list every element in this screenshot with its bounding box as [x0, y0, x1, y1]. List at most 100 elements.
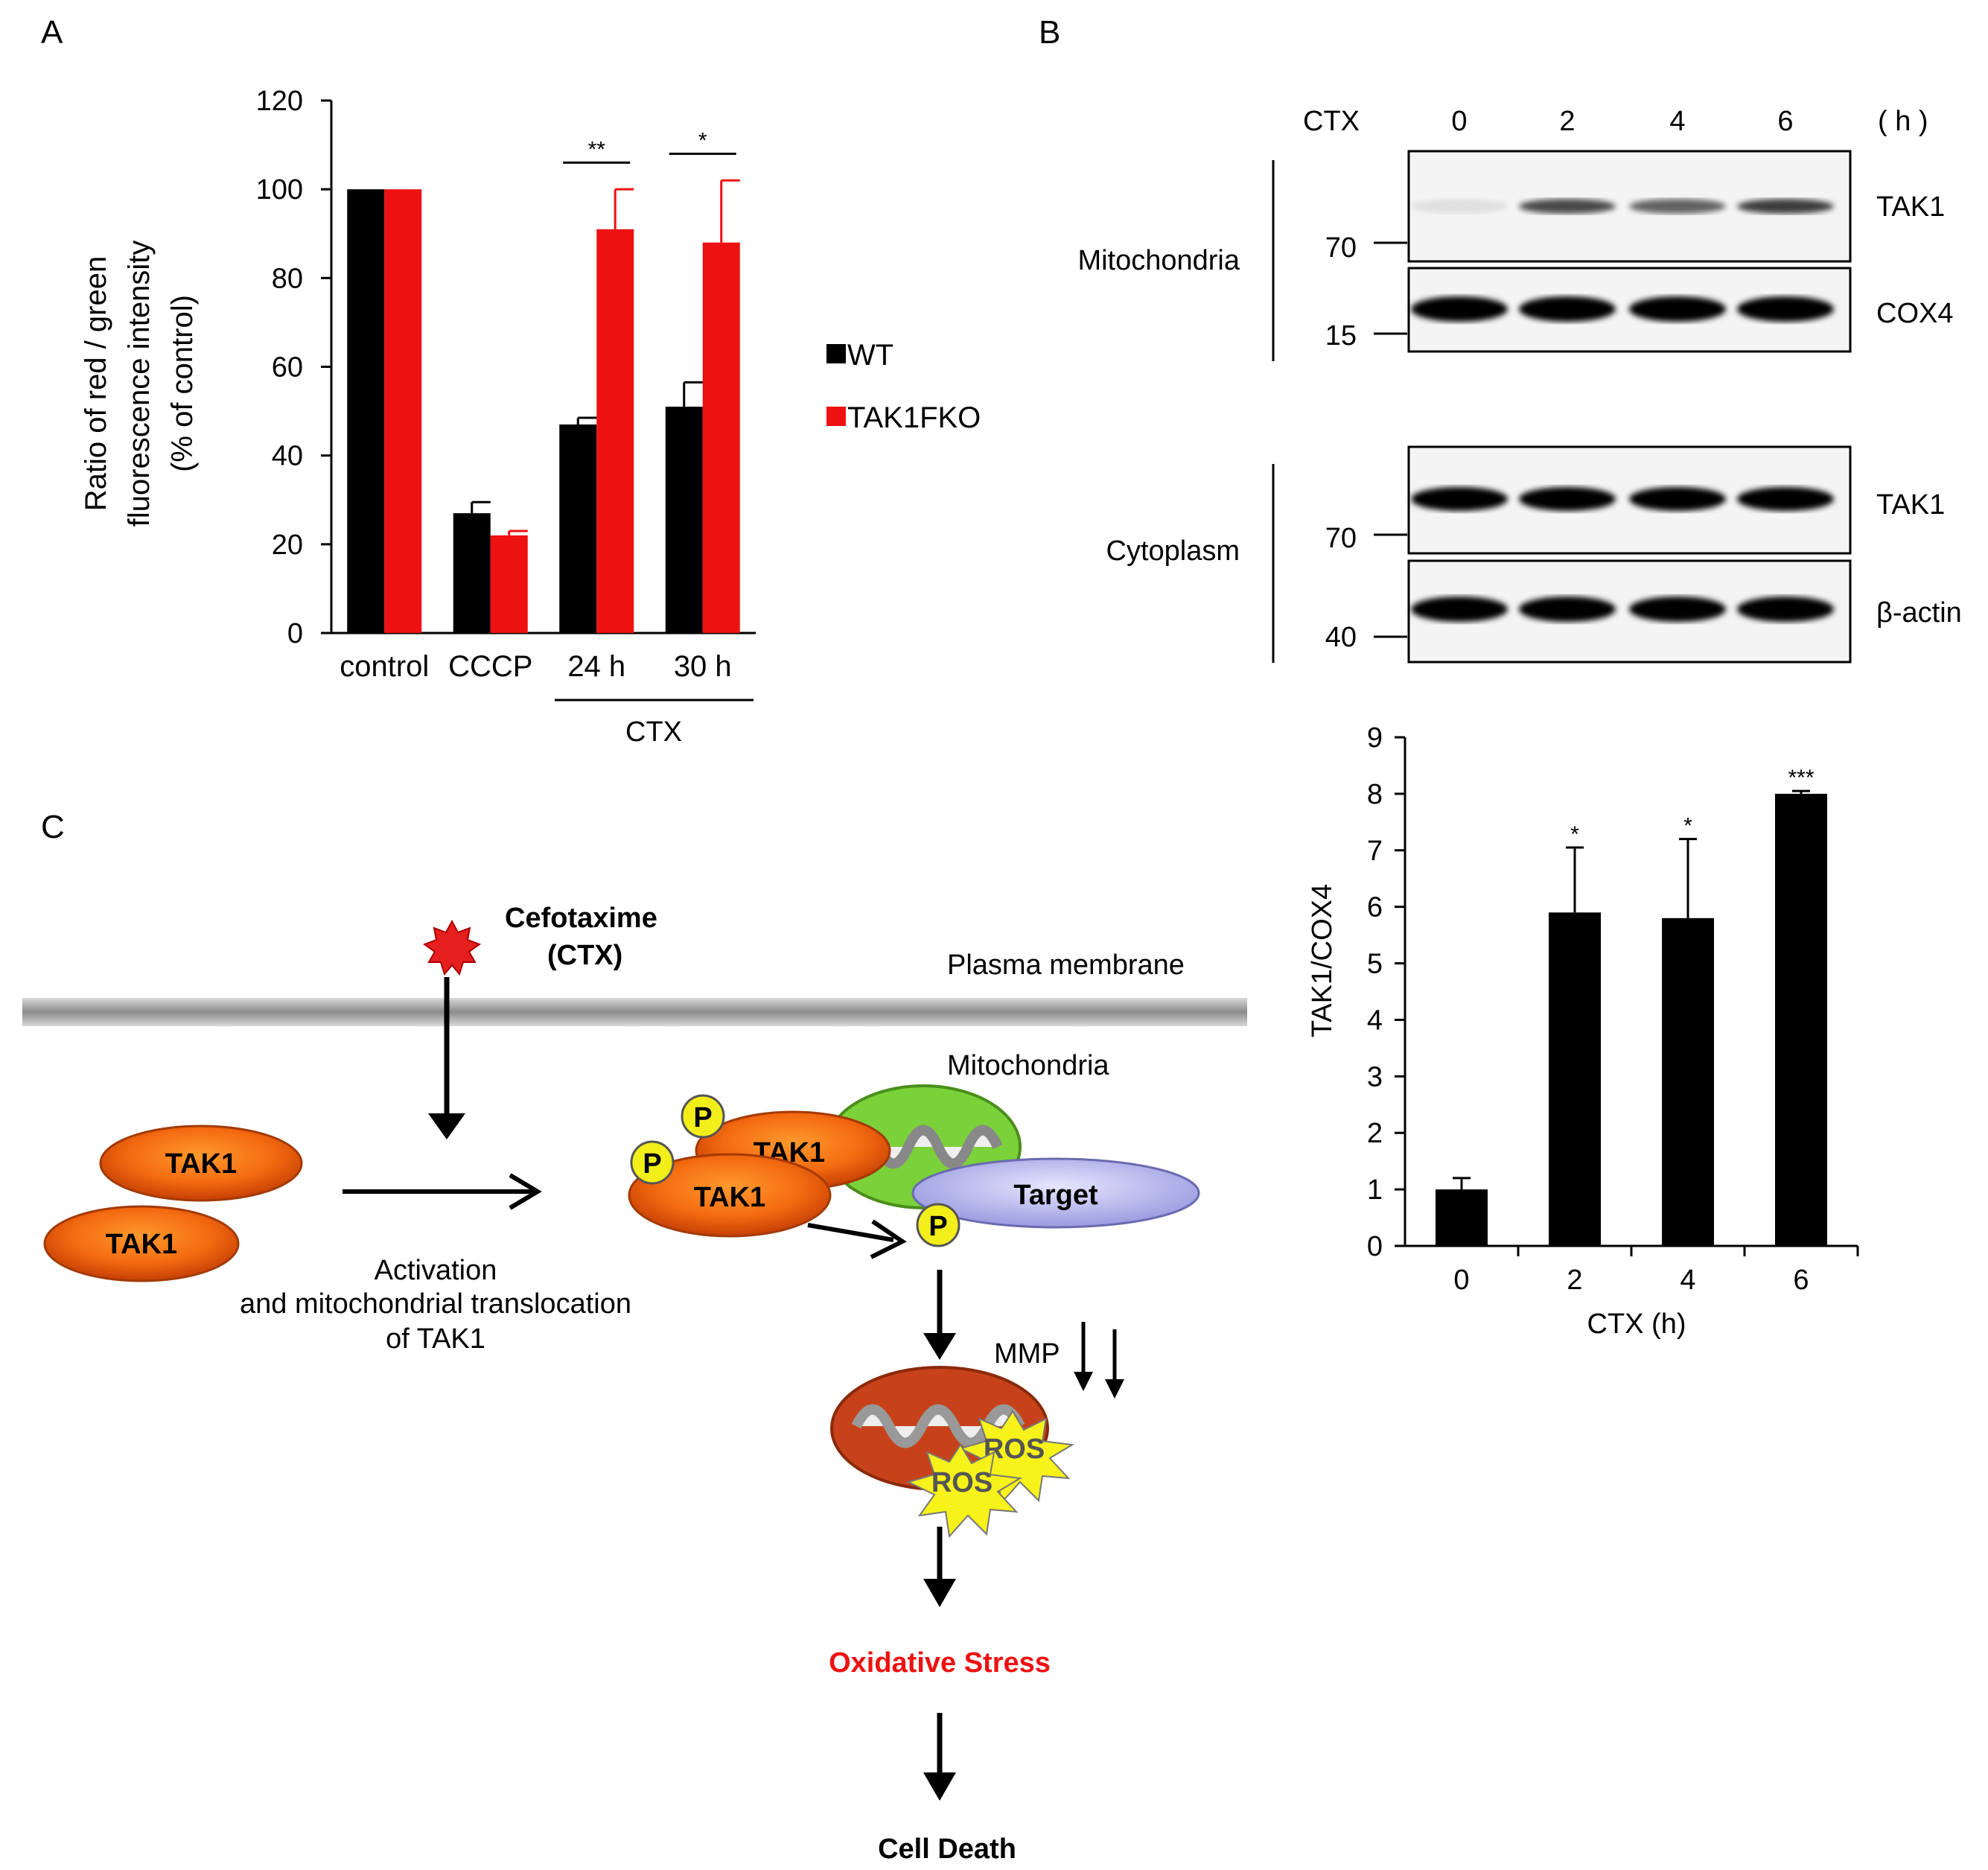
band-tak1-cyto: [1411, 487, 1508, 511]
chart-a-y-tick-label: 0: [287, 618, 303, 649]
chart-b-x-tick-label: 6: [1793, 1265, 1809, 1296]
blot-timepoint-0: 0: [1451, 106, 1467, 137]
phosphorylation-arrow: [807, 1223, 894, 1242]
chart-a-y-tick-label: 20: [272, 529, 303, 561]
legend-tak1fko-swatch: [826, 407, 846, 426]
chart-a-y-tick-label: 40: [272, 441, 303, 472]
chart-a-group-label: CTX: [625, 716, 682, 748]
band-cox4: [1629, 296, 1726, 322]
pathway-diagram: Plasma membrane Cefotaxime (CTX) TAK1 TA…: [22, 903, 1247, 1865]
legend-tak1fko-label: TAK1FKO: [847, 401, 981, 434]
chart-a-bar: [596, 229, 634, 634]
chart-b-bar: [1436, 1189, 1488, 1246]
band-cox4: [1737, 296, 1834, 322]
blot-cyto-label: Cytoplasm: [1106, 535, 1240, 567]
chart-a-x-tick-label: 30 h: [674, 650, 732, 683]
chart-b-x-tick-label: 4: [1680, 1265, 1695, 1296]
plasma-membrane-label: Plasma membrane: [947, 950, 1185, 981]
chart-a-y-tick-label: 100: [256, 174, 303, 206]
blot-timepoint-2: 2: [1559, 106, 1575, 137]
chart-b-y-tick-label: 1: [1367, 1174, 1383, 1206]
marker-70-mito: 70: [1325, 232, 1357, 264]
oxidative-stress-label: Oxidative Stress: [829, 1647, 1051, 1679]
target-label: Target: [1013, 1180, 1098, 1211]
cell-death-label: Cell Death: [878, 1834, 1016, 1865]
panel-label-c: C: [41, 809, 65, 845]
band-tak1-cyto: [1629, 487, 1726, 511]
chart-b-y-tick-label: 3: [1367, 1061, 1383, 1093]
western-blot: CTX 0 2 4 6 ( h ) Mitochondria Cytoplasm…: [1077, 106, 1962, 664]
band-cox4: [1411, 296, 1508, 322]
marker-40: 40: [1325, 622, 1357, 653]
chart-a-bar: [384, 189, 422, 633]
band-label-tak1-mito: TAK1: [1876, 191, 1945, 223]
phosphate-2-label: P: [643, 1148, 661, 1180]
chart-b-bars: *****: [1436, 766, 1827, 1246]
chart-a-bar: [347, 189, 385, 633]
phosphate-icon-3: [916, 1203, 960, 1247]
chart-b-bar: [1549, 912, 1601, 1246]
chart-b-x-tick-label: 2: [1567, 1265, 1582, 1296]
ros-icon-2: [906, 1443, 1022, 1539]
chart-a-y-tick-label: 80: [272, 263, 303, 294]
chart-b-y-tick-label: 8: [1367, 779, 1383, 810]
band-label-cox4: COX4: [1876, 298, 1953, 329]
blot-unit: ( h ): [1878, 106, 1928, 137]
legend-wt-swatch: [826, 344, 846, 363]
mmp-down-arrow-1-head: [1074, 1372, 1093, 1391]
chart-a-ylabel-line2: fluorescence intensity: [123, 241, 156, 527]
chart-a-y-tick-label: 60: [272, 352, 303, 384]
marker-15: 15: [1325, 320, 1357, 352]
chart-a-ylabel-line3: (% of control): [166, 295, 199, 472]
chart-a-bar: [665, 407, 703, 633]
phosphorylation-arrow-head: [870, 1219, 907, 1259]
chart-b-y-tick-label: 6: [1367, 892, 1383, 923]
chart-b-bar: [1775, 793, 1827, 1246]
chart-b-y-tick-label: 5: [1367, 949, 1383, 980]
phosphate-3-label: P: [928, 1211, 947, 1242]
target-protein: [911, 1157, 1200, 1229]
band-tak1-mito: [1629, 199, 1726, 214]
phosphate-icon-2: [630, 1140, 675, 1185]
cefotaxime-icon: [422, 919, 482, 976]
chart-a-bar: [559, 424, 597, 633]
down-arrow-2-head: [923, 1579, 956, 1607]
cefotaxime-label: Cefotaxime: [505, 903, 657, 934]
chart-b-x-tick-label: 0: [1453, 1265, 1469, 1296]
mitochondria-label: Mitochondria: [947, 1050, 1109, 1081]
chart-b-significance-label: ***: [1788, 766, 1814, 790]
blot-mito-label: Mitochondria: [1077, 245, 1240, 276]
activation-line1: Activation: [375, 1255, 497, 1286]
chart-b-x-labels: 0 2 4 6: [1453, 1265, 1809, 1296]
blot-bands: [1411, 199, 1834, 622]
translocation-arrow-head: [509, 1173, 542, 1210]
ctx-label: (CTX): [547, 940, 622, 971]
mmp-label: MMP: [994, 1338, 1060, 1370]
chart-b-y-tick-label: 2: [1367, 1118, 1383, 1149]
tak1-inactive-2-label: TAK1: [106, 1229, 177, 1260]
ros-label-1: ROS: [984, 1434, 1045, 1465]
band-cox4: [1519, 296, 1616, 322]
band-tak1-mito: [1519, 199, 1616, 214]
chart-a-bar: [702, 242, 740, 634]
chart-a-x-tick-label: control: [340, 650, 429, 683]
chart-b-y-tick-label: 0: [1367, 1231, 1383, 1262]
activation-line2: and mitochondrial translocation: [240, 1288, 631, 1320]
plasma-membrane: [22, 998, 1247, 1026]
activation-line3: of TAK1: [386, 1323, 485, 1355]
tak1-inactive-1: [99, 1125, 303, 1202]
chart-a-bars: ***: [347, 129, 740, 634]
down-arrow-1-head: [923, 1333, 956, 1360]
band-actin: [1519, 597, 1616, 622]
mmp-down-arrow-2-head: [1105, 1379, 1124, 1399]
drug-arrow-head: [428, 1113, 465, 1139]
chart-b-y-tick-label: 4: [1367, 1005, 1383, 1036]
chart-a-bar: [490, 535, 528, 633]
blot-timepoint-6: 6: [1777, 106, 1793, 137]
band-label-tak1-cyto: TAK1: [1876, 489, 1945, 521]
band-tak1-mito: [1737, 199, 1834, 214]
band-tak1-cyto: [1737, 487, 1834, 511]
chart-b-bar: [1662, 917, 1714, 1246]
